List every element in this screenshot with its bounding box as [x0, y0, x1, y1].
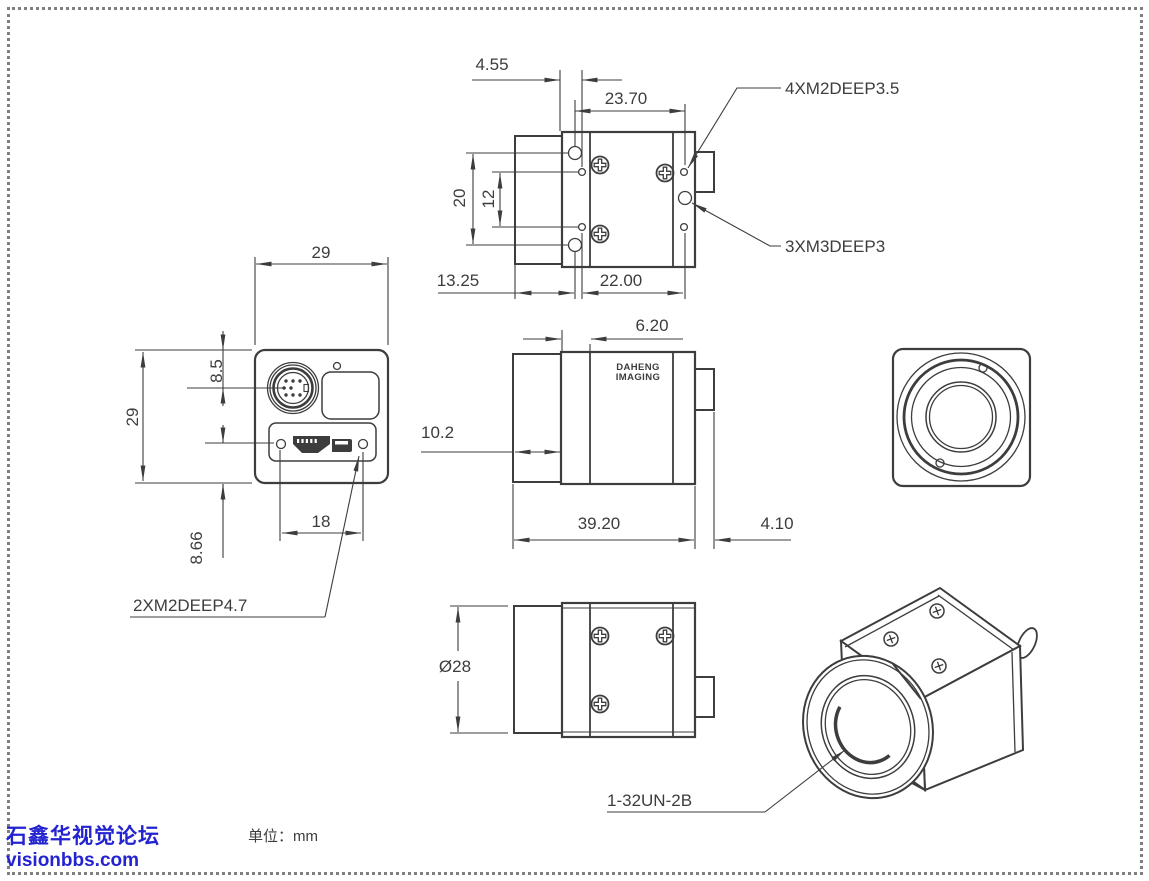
callout-2xm2: 2XM2DEEP4.7 [133, 596, 247, 615]
callout-lens-thread: 1-32UN-2B [607, 791, 692, 810]
side-connector-top [694, 151, 715, 193]
side-connector [694, 368, 715, 411]
dim-top-m2-span-v: 12 [479, 190, 498, 209]
rear-view-extension-lines [135, 257, 389, 541]
top-view: 4.55 23.70 20 12 13.25 22.00 4XM2DEEP3.5… [437, 55, 899, 299]
callout-3xm3: 3XM3DEEP3 [785, 237, 885, 256]
usb-recess [268, 422, 377, 462]
logo-line2: IMAGING [616, 372, 661, 383]
dim-side-rear-depth: 4.10 [760, 514, 793, 533]
front-screw-hole-1 [978, 363, 988, 373]
phillips-screws-bottom [590, 626, 675, 714]
dim-rear-usb-span: 18 [312, 512, 331, 531]
dim-bottom-barrel-dia: Ø28 [439, 657, 471, 676]
dim-rear-height: 29 [123, 408, 142, 427]
bottom-view-extension-lines [450, 605, 508, 734]
top-view-leaders [687, 87, 781, 247]
lens-front-view [891, 347, 1032, 488]
phillips-screws-top [590, 155, 675, 244]
iso-lens [802, 654, 934, 800]
side-connector-bottom [694, 676, 715, 718]
side-view-extension-lines [512, 330, 715, 549]
dim-top-flange-to-m3: 13.25 [437, 271, 480, 290]
top-view-extension-lines [466, 70, 686, 299]
watermark-line1: 石鑫华视觉论坛 [6, 825, 160, 848]
dim-rear-usb-offset: 8.66 [187, 531, 206, 564]
usb-screw-hole-right [357, 438, 369, 450]
dim-side-plate: 6.20 [635, 316, 668, 335]
top-view-dimension-lines [438, 77, 685, 296]
side-view: DAHENG IMAGING 6.20 [421, 316, 794, 549]
dim-top-edge-offset: 4.55 [475, 55, 508, 74]
callout-4xm2: 4XM2DEEP3.5 [785, 79, 899, 98]
front-screw-hole-2 [935, 458, 945, 468]
dim-rear-width: 29 [312, 243, 331, 262]
label-recess [321, 371, 380, 420]
side-view-dimension-lines [421, 336, 791, 543]
bottom-view: Ø28 [439, 601, 715, 739]
dim-top-m3-span: 20 [450, 189, 469, 208]
logo-line1: DAHENG [616, 362, 660, 373]
iso-top-screws [883, 603, 947, 674]
isometric-view: 1-32UN-2B [607, 586, 1038, 813]
dim-side-length: 39.20 [578, 514, 621, 533]
rear-view-leader [130, 455, 360, 618]
m2-mount-holes-top [577, 167, 689, 232]
watermark-line2: visionbbs.com [6, 850, 140, 871]
rear-view-dimension-lines [140, 261, 387, 558]
led-hole [332, 361, 342, 371]
iso-leader [607, 749, 846, 813]
usb-connector [293, 436, 352, 453]
units-label: 单位：mm [248, 828, 318, 845]
dim-top-hole-span-long: 23.70 [605, 89, 648, 108]
iso-seam-lines [844, 594, 1016, 753]
daheng-logo: DAHENG IMAGING [616, 362, 661, 383]
rear-panel-view: 29 8.5 29 8.66 18 2XM2DEEP4.7 [123, 243, 390, 618]
dim-side-front-depth: 10.2 [421, 423, 454, 442]
dim-rear-connector-offset: 8.5 [207, 359, 226, 383]
dim-top-m2-span-h: 22.00 [600, 271, 643, 290]
watermark: 石鑫华视觉论坛 visionbbs.com [6, 820, 160, 872]
usb-screw-hole-left [275, 438, 287, 450]
